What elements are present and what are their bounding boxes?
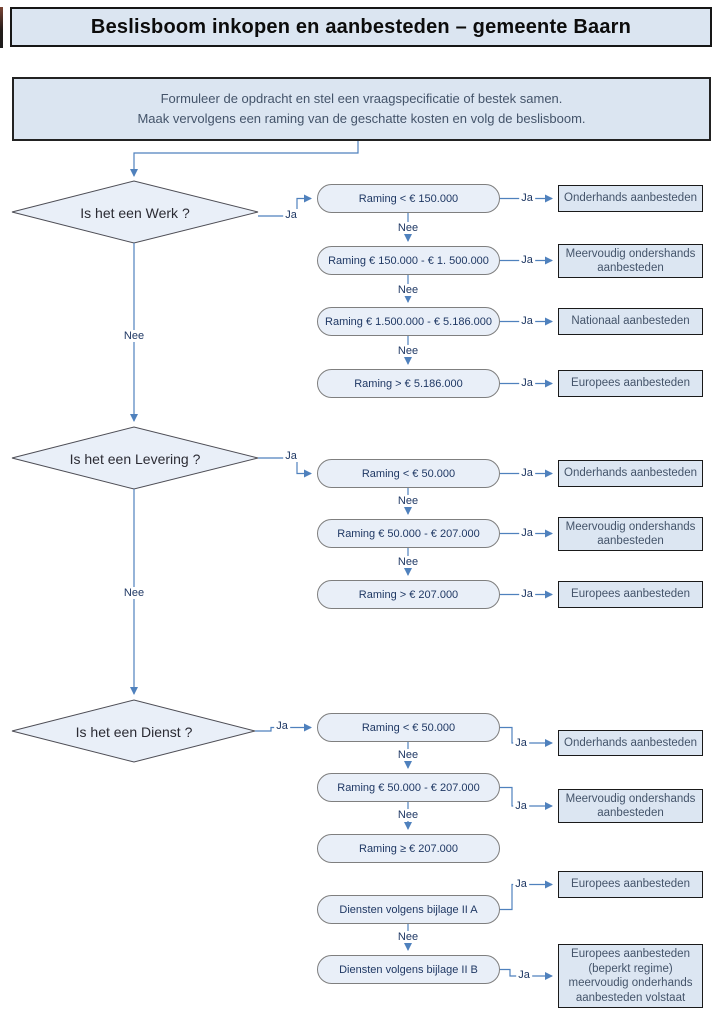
ja-label: Ja	[274, 720, 290, 732]
dienst-condition-2: Raming € 50.000 - € 207.000	[317, 773, 500, 802]
werk-result-4: Europees aanbesteden	[558, 370, 703, 397]
nee-label: Nee	[121, 330, 147, 342]
dienst-condition-5: Diensten volgens bijlage II B	[317, 955, 500, 984]
result-label: Meervoudig ondershands aanbesteden	[565, 792, 696, 820]
werk-question: Is het een Werk ?	[80, 205, 190, 221]
result-label: Europees aanbesteden	[571, 588, 690, 601]
dienst-question: Is het een Dienst ?	[75, 724, 193, 740]
ja-label: Ja	[516, 969, 532, 981]
werk-condition-2: Raming € 150.000 - € 1. 500.000	[317, 246, 500, 275]
nee-label: Nee	[395, 495, 421, 507]
ja-label: Ja	[519, 254, 535, 266]
result-label: Europees aanbesteden	[571, 878, 690, 891]
dienst-result-3: Europees aanbesteden	[558, 871, 703, 898]
condition-label: Raming > € 5.186.000	[354, 377, 463, 390]
condition-label: Raming € 1.500.000 - € 5.186.000	[325, 315, 492, 328]
levering-condition-1: Raming < € 50.000	[317, 459, 500, 488]
nee-label: Nee	[395, 284, 421, 296]
dienst-result-1: Onderhands aanbesteden	[558, 730, 703, 756]
connector-dienst-result-1	[500, 726, 553, 747]
werk-decision-diamond	[11, 180, 259, 244]
condition-label: Raming < € 150.000	[358, 192, 459, 205]
result-label: Nationaal aanbesteden	[571, 315, 690, 328]
intro-line-1: Formuleer de opdracht en stel een vraags…	[160, 91, 563, 106]
nee-label: Nee	[395, 931, 421, 943]
connector-werk-ja	[258, 194, 312, 217]
connector-levering-ja	[258, 457, 312, 478]
condition-label: Diensten volgens bijlage II A	[339, 903, 478, 916]
condition-label: Raming € 150.000 - € 1. 500.000	[328, 254, 489, 267]
levering-result-3: Europees aanbesteden	[558, 581, 703, 608]
nee-label: Nee	[395, 809, 421, 821]
condition-label: Diensten volgens bijlage II B	[339, 963, 478, 976]
connector-dienst-result-3	[500, 880, 553, 911]
intro-box: Formuleer de opdracht en stel een vraags…	[12, 77, 711, 141]
nee-label: Nee	[395, 556, 421, 568]
werk-condition-1: Raming < € 150.000	[317, 184, 500, 213]
dienst-result-2: Meervoudig ondershands aanbesteden	[558, 789, 703, 823]
levering-condition-3: Raming > € 207.000	[317, 580, 500, 609]
connector-intro-to-werk	[130, 141, 359, 177]
werk-result-2: Meervoudig ondershands aanbesteden	[558, 244, 703, 278]
result-label: Meervoudig ondershands aanbesteden	[565, 520, 696, 548]
condition-label: Raming < € 50.000	[361, 467, 456, 480]
page-title-text: Beslisboom inkopen en aanbesteden – geme…	[90, 15, 632, 38]
result-label: Europees aanbesteden (beperkt regime) me…	[568, 948, 693, 1004]
werk-condition-4: Raming > € 5.186.000	[317, 369, 500, 398]
dienst-condition-1: Raming < € 50.000	[317, 713, 500, 742]
result-label: Onderhands aanbesteden	[564, 736, 697, 749]
dienst-condition-3: Raming ≥ € 207.000	[317, 834, 500, 863]
connector-dienst-result-2	[500, 786, 553, 810]
condition-label: Raming ≥ € 207.000	[359, 842, 458, 855]
ja-label: Ja	[519, 315, 535, 327]
page-title: Beslisboom inkopen en aanbesteden – geme…	[10, 7, 712, 47]
scan-edge-artifact	[0, 7, 3, 48]
ja-label: Ja	[519, 588, 535, 600]
ja-label: Ja	[519, 377, 535, 389]
ja-label: Ja	[519, 192, 535, 204]
connector-dienst-ja	[255, 723, 312, 732]
ja-label: Ja	[513, 737, 529, 749]
result-label: Onderhands aanbesteden	[564, 467, 697, 480]
condition-label: Raming > € 207.000	[358, 588, 459, 601]
ja-label: Ja	[519, 527, 535, 539]
werk-result-3: Nationaal aanbesteden	[558, 308, 703, 335]
nee-label: Nee	[395, 749, 421, 761]
werk-condition-3: Raming € 1.500.000 - € 5.186.000	[317, 307, 500, 336]
levering-result-2: Meervoudig ondershands aanbesteden	[558, 517, 703, 551]
condition-label: Raming € 50.000 - € 207.000	[337, 527, 480, 540]
condition-label: Raming < € 50.000	[361, 721, 456, 734]
dienst-result-4: Europees aanbesteden (beperkt regime) me…	[558, 944, 703, 1008]
levering-condition-2: Raming € 50.000 - € 207.000	[317, 519, 500, 548]
nee-label: Nee	[395, 345, 421, 357]
levering-result-1: Onderhands aanbesteden	[558, 460, 703, 487]
intro-line-2: Maak vervolgens een raming van de gescha…	[137, 111, 586, 126]
ja-label: Ja	[513, 878, 529, 890]
result-label: Europees aanbesteden	[571, 377, 690, 390]
ja-label: Ja	[283, 209, 299, 221]
result-label: Meervoudig ondershands aanbesteden	[565, 247, 696, 275]
nee-label: Nee	[395, 222, 421, 234]
nee-label: Nee	[121, 587, 147, 599]
ja-label: Ja	[513, 800, 529, 812]
ja-label: Ja	[519, 467, 535, 479]
ja-label: Ja	[283, 450, 299, 462]
dienst-condition-4: Diensten volgens bijlage II A	[317, 895, 500, 924]
result-label: Onderhands aanbesteden	[564, 192, 697, 205]
werk-result-1: Onderhands aanbesteden	[558, 185, 703, 212]
condition-label: Raming € 50.000 - € 207.000	[337, 781, 480, 794]
levering-question: Is het een Levering ?	[69, 451, 201, 467]
